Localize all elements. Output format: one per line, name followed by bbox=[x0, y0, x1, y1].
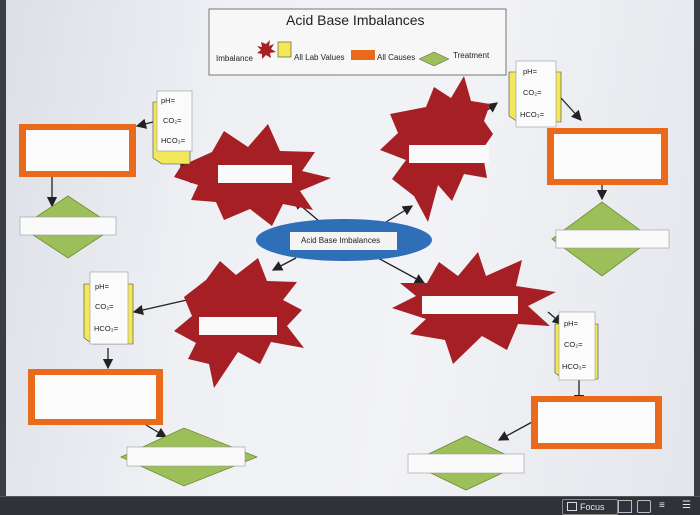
causes-1-input[interactable] bbox=[26, 130, 129, 171]
focus-button[interactable]: Focus bbox=[562, 499, 618, 515]
print-layout-icon[interactable] bbox=[618, 500, 632, 513]
lab-card-4-ph[interactable]: pH= bbox=[564, 319, 578, 328]
legend-box bbox=[208, 8, 507, 76]
status-bar: Focus ≡ ☰ bbox=[0, 496, 700, 515]
lab-card-1-co2[interactable]: CO₂= bbox=[163, 116, 182, 125]
lab-card-3-co2[interactable]: CO₂= bbox=[95, 302, 114, 311]
imbalance-1-input[interactable] bbox=[218, 165, 292, 183]
lab-card-2-shape bbox=[508, 60, 562, 128]
legend-causes-icon bbox=[351, 50, 375, 60]
read-mode-icon[interactable] bbox=[637, 500, 651, 513]
legend-treatment-label: Treatment bbox=[453, 51, 490, 60]
lab-card-1-hco3[interactable]: HCO₃= bbox=[161, 136, 186, 145]
imbalance-2-input[interactable] bbox=[409, 145, 489, 163]
legend-imbalance-label: Imbalance bbox=[216, 54, 253, 63]
concept-map bbox=[19, 8, 670, 491]
lab-card-4-hco3[interactable]: HCO₃= bbox=[562, 362, 587, 371]
focus-icon bbox=[567, 502, 577, 511]
imbalance-4-input[interactable] bbox=[422, 296, 518, 314]
outline-view-icon[interactable]: ☰ bbox=[682, 500, 691, 511]
causes-3-input[interactable] bbox=[35, 375, 156, 419]
lab-card-3-shape bbox=[83, 271, 134, 345]
center-label-box bbox=[290, 232, 397, 250]
slide-canvas: Acid Base Imbalances Imbalance All Lab V… bbox=[6, 0, 694, 496]
causes-2-input[interactable] bbox=[554, 134, 661, 179]
lab-card-1-shape bbox=[152, 90, 193, 165]
legend-causes-label: All Causes bbox=[377, 53, 416, 62]
lab-card-3-ph[interactable]: pH= bbox=[95, 282, 109, 291]
lab-card-1-ph[interactable]: pH= bbox=[161, 96, 175, 105]
lab-card-2-hco3[interactable]: HCO₃= bbox=[520, 110, 545, 119]
treatment-2-input[interactable] bbox=[555, 229, 670, 249]
diagram-title: Acid Base Imbalances bbox=[286, 12, 425, 28]
focus-label: Focus bbox=[580, 502, 605, 512]
legend-treatment-icon bbox=[418, 51, 450, 67]
legend-imbalance-icon bbox=[257, 40, 276, 59]
lab-card-4-shape bbox=[554, 311, 599, 381]
lab-card-3-hco3[interactable]: HCO₃= bbox=[94, 324, 119, 333]
treatment-4-input[interactable] bbox=[407, 453, 525, 474]
imbalance-3-input[interactable] bbox=[199, 317, 277, 335]
center-label: Acid Base Imbalances bbox=[301, 236, 381, 245]
legend-lab-values-icon bbox=[277, 41, 292, 58]
legend-lab-values-label: All Lab Values bbox=[294, 53, 345, 62]
lab-card-2-ph[interactable]: pH= bbox=[523, 67, 537, 76]
treatment-1-input[interactable] bbox=[19, 216, 117, 236]
causes-4-input[interactable] bbox=[538, 402, 655, 443]
treatment-3-input[interactable] bbox=[126, 446, 246, 467]
lab-card-2-co2[interactable]: CO₂= bbox=[523, 88, 542, 97]
web-layout-icon[interactable]: ≡ bbox=[659, 500, 665, 511]
lab-card-4-co2[interactable]: CO₂= bbox=[564, 340, 583, 349]
